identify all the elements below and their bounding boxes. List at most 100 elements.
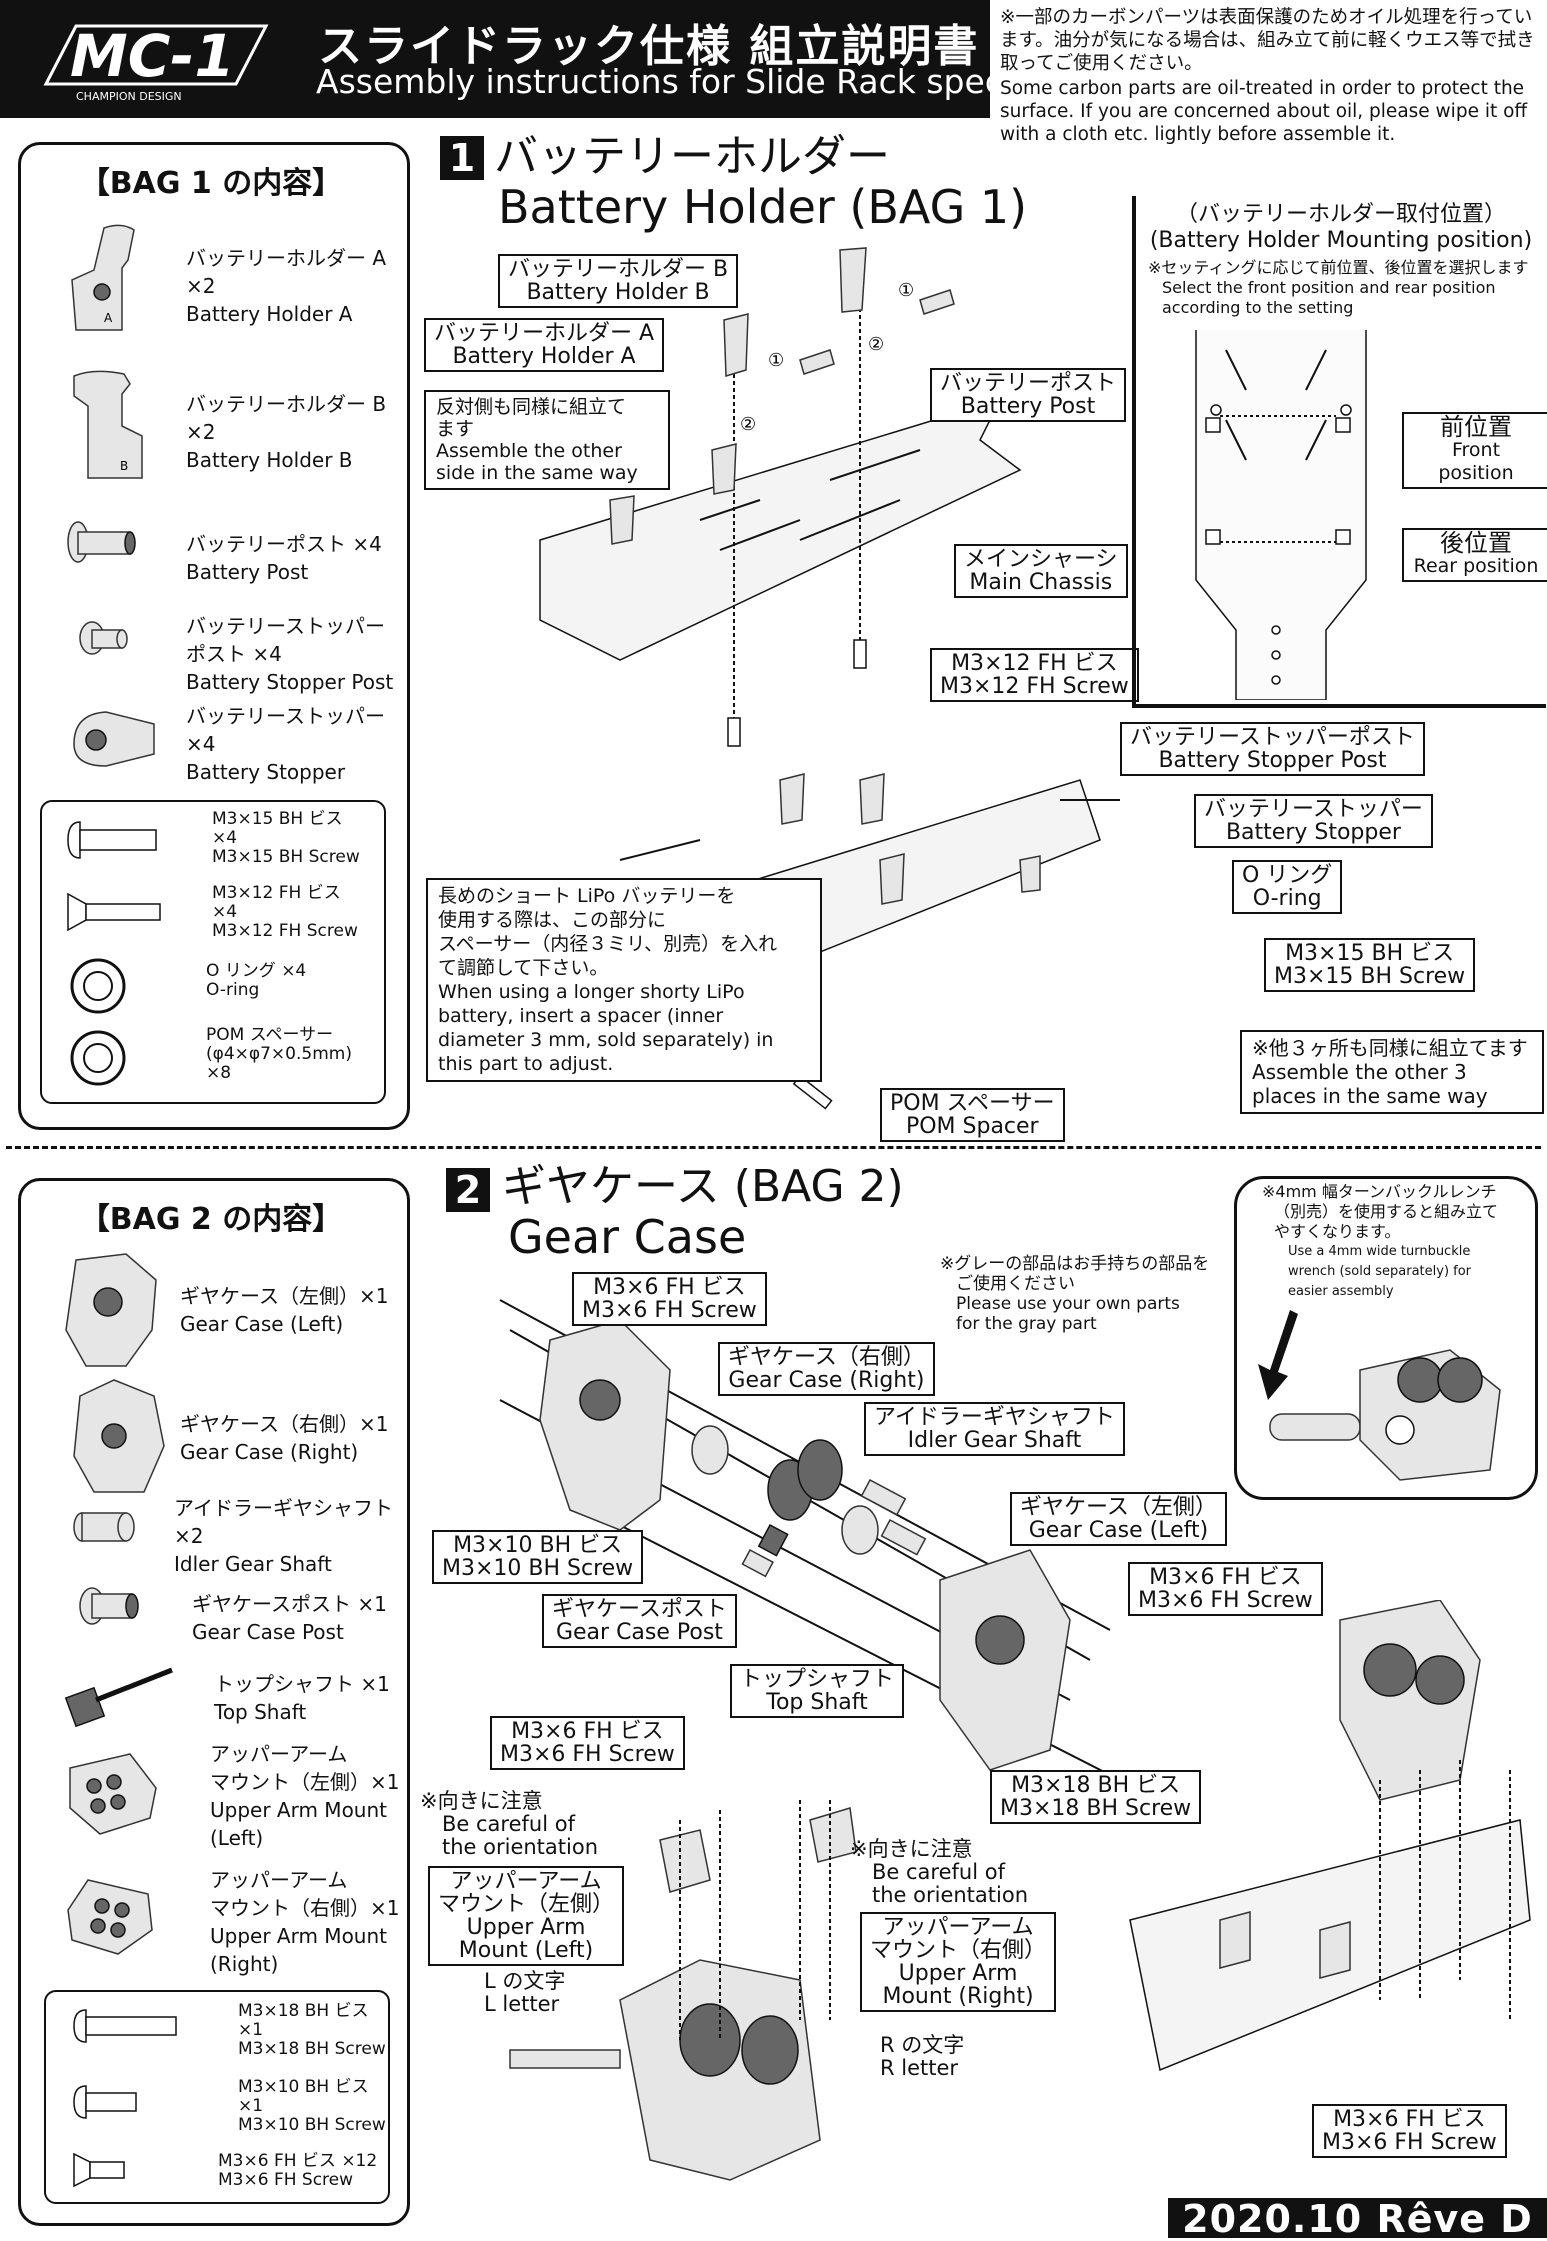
down-arrow-icon	[1258, 1310, 1298, 1400]
step1-number: 1	[440, 136, 484, 180]
upper-arm-mount-left-image	[69, 1753, 157, 1835]
section-divider	[6, 1146, 1541, 1149]
bag1-hw-pom: POM スペーサー(φ4×φ7×0.5mm)×8	[206, 1025, 352, 1083]
mc1-logo: MC-1 CHAMPION DESIGN	[43, 22, 269, 103]
step1-mark-1b: ①	[898, 280, 914, 301]
svg-text:A: A	[104, 311, 113, 325]
bag1-panel	[18, 142, 410, 1130]
idler-shaft-image	[73, 1512, 135, 1542]
bag1-hardware-box	[40, 800, 386, 1104]
battery-holder-a-image: A	[71, 224, 135, 331]
revision-footer: 2020.10 Rêve D	[1168, 2198, 1547, 2240]
bag2-hardware-box	[44, 1990, 390, 2204]
step1-title-en: Battery Holder (BAG 1)	[498, 180, 1028, 234]
step1-mark-1a: ①	[768, 350, 784, 371]
step2-number: 2	[446, 1168, 490, 1212]
mounting-note: ※セッティングに応じて前位置、後位置を選択します Select the fron…	[1148, 258, 1529, 317]
battery-stopper-image	[73, 711, 155, 767]
bag2-panel	[18, 1178, 410, 2226]
oil-note: ※一部のカーボンパーツは表面保護のためオイル処理を行っています。油分が気になる場…	[1000, 6, 1540, 146]
wrench-note: ※4mm 幅ターンバックルレンチ（別売）を使用すると組み立てやすくなります。 U…	[1262, 1182, 1499, 1299]
step1-title-ja: バッテリーホルダー	[494, 131, 890, 182]
label-gear-case-right: ギヤケース（右側）Gear Case (Right)	[718, 1342, 935, 1396]
wrench-inset	[1234, 1176, 1538, 1500]
wrench-drawing	[1258, 1310, 1501, 1481]
bh-screw-icon	[73, 2009, 177, 2043]
pom-spacer-icon	[70, 1030, 126, 1086]
header-title-ja: スライドラック仕様 組立説明書	[318, 21, 980, 72]
step2-drawing	[499, 1299, 1121, 2181]
battery-holder-b-image: B	[73, 370, 143, 479]
oil-note-ja: ※一部のカーボンパーツは表面保護のためオイル処理を行っています。油分が気になる場…	[1000, 7, 1535, 74]
svg-text:CHAMPION DESIGN: CHAMPION DESIGN	[76, 90, 182, 103]
top-shaft-image	[64, 1667, 173, 1728]
battery-stopper-post-image	[79, 621, 128, 655]
gear-case-right-image	[73, 1379, 165, 1493]
header-title-en: Assembly instructions for Slide Rack spe…	[316, 62, 1066, 101]
gear-case-post-image	[79, 1587, 139, 1625]
battery-post-image	[67, 521, 136, 563]
step2-title-ja: ギヤケース (BAG 2)	[502, 1161, 904, 1212]
mounting-chassis-drawing	[1195, 330, 1367, 700]
step1-mark-2b: ②	[868, 334, 884, 355]
label-lipo-note: 長めのショート LiPo バッテリーを使用する際は、この部分にスペーサー（内径３…	[426, 878, 822, 1082]
bh-screw-icon	[67, 821, 157, 859]
svg-text:B: B	[120, 459, 128, 473]
gear-case-left-image	[65, 1253, 157, 1367]
step1-mark-2a: ②	[740, 414, 756, 435]
header-bar	[0, 0, 990, 118]
step2-chassis-drawing	[1129, 1600, 1531, 2072]
gray-parts-note: ※グレーの部品はお手持ちの部品をご使用ください Please use your …	[940, 1254, 1210, 1334]
oil-note-en: Some carbon parts are oil-treated in ord…	[1000, 78, 1528, 145]
mounting-position-inset	[1132, 196, 1546, 708]
upper-arm-mount-right-image	[67, 1879, 153, 1955]
svg-text:MC-1: MC-1	[70, 22, 235, 90]
fh-screw-icon	[73, 2152, 125, 2188]
